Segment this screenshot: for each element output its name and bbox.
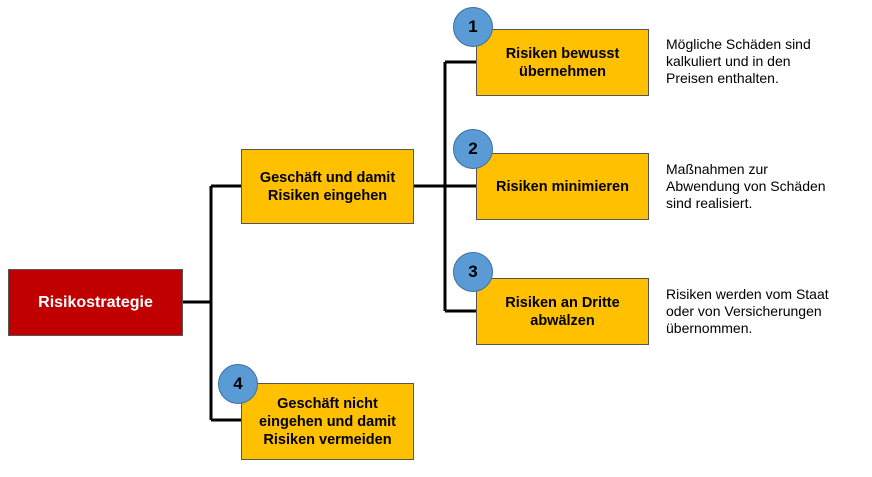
strategy-box-2: Risiken minimieren [476, 153, 649, 220]
strategy-3-label: Risiken an Dritte abwälzen [505, 294, 620, 329]
strategy-1-label: Risiken bewusst übernehmen [505, 45, 620, 80]
root-label: Risikostrategie [38, 293, 153, 311]
strategy-2-description: Maßnahmen zur Abwendung von Schäden sind… [666, 161, 826, 211]
engage-label: Geschäft und damit Risiken eingehen [259, 169, 396, 204]
badge-1-label: 1 [468, 17, 478, 36]
badge-number-3: 3 [453, 252, 493, 292]
avoid-label: Geschäft nicht eingehen und damit Risike… [259, 395, 396, 448]
strategy-3-description: Risiken werden vom Staat oder von Versic… [666, 286, 829, 336]
strategy-box-1: Risiken bewusst übernehmen [476, 29, 649, 96]
root-box-risikostrategie: Risikostrategie [8, 269, 183, 336]
engage-box: Geschäft und damit Risiken eingehen [241, 149, 414, 224]
badge-number-4: 4 [218, 364, 258, 404]
strategy-2-label: Risiken minimieren [496, 178, 629, 195]
strategy-1-description: Mögliche Schäden sind kalkuliert und in … [666, 36, 811, 86]
badge-3-label: 3 [468, 262, 478, 281]
avoid-box: Geschäft nicht eingehen und damit Risike… [241, 383, 414, 460]
badge-4-label: 4 [233, 374, 243, 393]
badge-2-label: 2 [468, 139, 478, 158]
badge-number-2: 2 [453, 129, 493, 169]
badge-number-1: 1 [453, 7, 493, 47]
strategy-box-3: Risiken an Dritte abwälzen [476, 278, 649, 345]
